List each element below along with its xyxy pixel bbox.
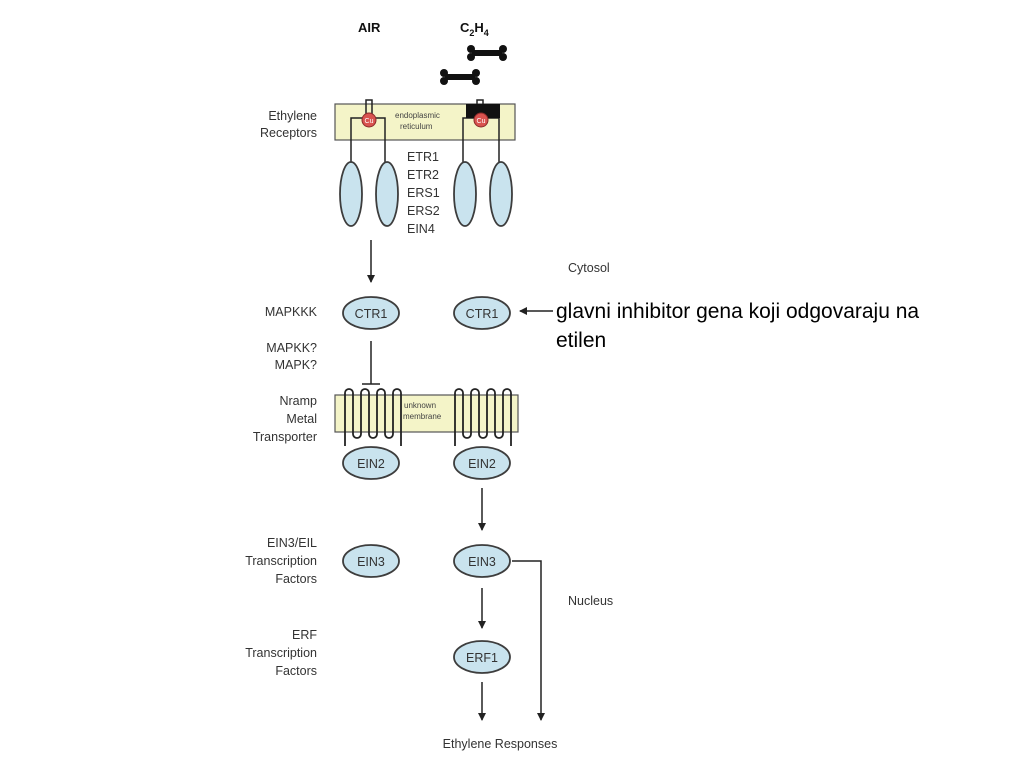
svg-text:ETR1: ETR1 — [407, 150, 439, 164]
ethylene-receptors-label: Receptors — [260, 126, 317, 140]
copper-icon — [361, 112, 377, 128]
cytosol-label: Cytosol — [568, 261, 610, 275]
copper-icon — [473, 112, 489, 128]
erf1-label: ERF1 — [466, 651, 498, 665]
ctr1-label: CTR1 — [355, 307, 388, 321]
ein2-label: EIN2 — [357, 457, 385, 471]
ctr1-node-air — [342, 296, 400, 330]
ein3-node-ethylene — [453, 544, 511, 578]
ein2-transmembrane-air — [344, 388, 402, 446]
receptor-domain — [489, 161, 513, 227]
svg-text:ERS2: ERS2 — [407, 204, 440, 218]
inhibition-line — [362, 341, 380, 385]
nramp-label: Metal — [286, 412, 317, 426]
receptor-air: Cu — [339, 99, 399, 227]
ein3-tf-label: EIN3/EIL — [267, 536, 317, 550]
mapkkk-label: MAPKKK — [265, 305, 318, 319]
ein3-tf-label: Transcription — [245, 554, 317, 568]
receptor-domain — [339, 161, 363, 227]
svg-text:C2H4: C2H4 — [460, 20, 489, 38]
svg-text:Cu: Cu — [365, 118, 374, 125]
ein3-tf-label: Factors — [275, 572, 317, 586]
receptor-ethylene: Cu — [453, 99, 513, 227]
annotation-text: glavni inhibitor gena koji odgovaraju na — [556, 300, 919, 323]
ethylene-receptors-label: Ethylene — [268, 109, 317, 123]
erf-tf-label: ERF — [292, 628, 317, 642]
nramp-label: Nramp — [279, 394, 317, 408]
annotation-text: etilen — [556, 329, 606, 352]
svg-text:ERS1: ERS1 — [407, 186, 440, 200]
ethylene-molecule-icon — [467, 45, 507, 61]
ein3-label: EIN3 — [468, 555, 496, 569]
ein2-transmembrane-ethylene — [454, 388, 512, 446]
ethylene-responses-label: Ethylene Responses — [443, 737, 558, 751]
erf-tf-label: Factors — [275, 664, 317, 678]
erf1-node — [453, 640, 511, 674]
ethylene-header: C2H4 — [460, 20, 489, 38]
svg-text:EIN4: EIN4 — [407, 222, 435, 236]
er-membrane-label: endoplasmic — [395, 111, 440, 120]
mapk-label: MAPK? — [275, 358, 317, 372]
unknown-membrane-label: unknown — [404, 401, 436, 410]
ein3-label: EIN3 — [357, 555, 385, 569]
ctr1-label: CTR1 — [466, 307, 499, 321]
ethylene-molecule-icon — [440, 69, 480, 85]
svg-text:ETR2: ETR2 — [407, 168, 439, 182]
erf-tf-label: Transcription — [245, 646, 317, 660]
unknown-membrane-label: membrane — [403, 412, 442, 421]
receptor-domain — [453, 161, 477, 227]
arrow-side-path — [512, 560, 545, 721]
air-header: AIR — [358, 20, 381, 35]
svg-text:Cu: Cu — [477, 118, 486, 125]
receptor-list: ETR1 ETR2 ERS1 ERS2 EIN4 — [407, 150, 440, 236]
ein2-label: EIN2 — [468, 457, 496, 471]
nucleus-label: Nucleus — [568, 594, 613, 608]
ctr1-node-ethylene — [453, 296, 511, 330]
ein2-node-air — [342, 446, 400, 480]
ein2-node-ethylene — [453, 446, 511, 480]
nramp-label: Transporter — [253, 430, 317, 444]
er-membrane-label: reticulum — [400, 122, 433, 131]
mapk-label: MAPKK? — [266, 341, 317, 355]
ein3-node-air — [342, 544, 400, 578]
receptor-domain — [375, 161, 399, 227]
